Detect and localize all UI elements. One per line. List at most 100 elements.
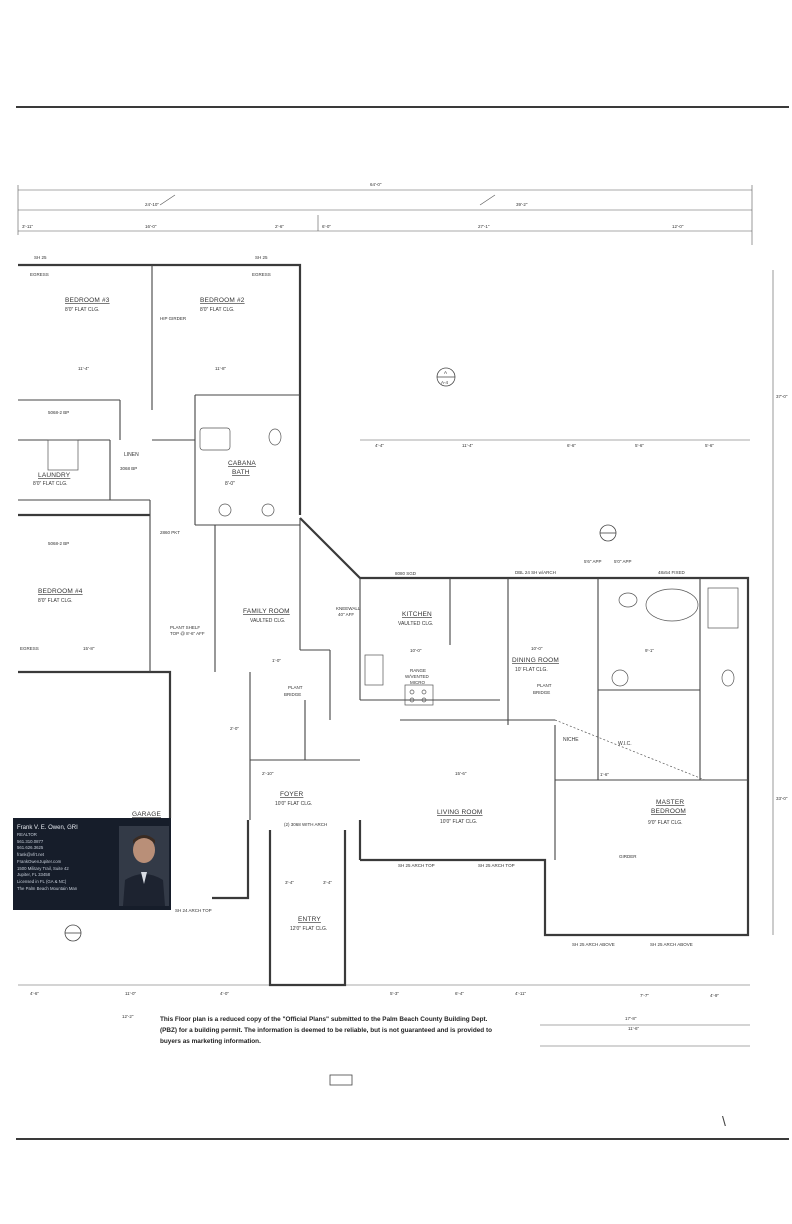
dim-10-0b: 10'-0"	[531, 646, 543, 651]
dim-7-7: 7'-7"	[640, 993, 649, 998]
dim-left-block: 24'-10"	[145, 202, 159, 207]
note-fixed: 48x54 FIXED	[658, 570, 686, 575]
dim-11-8: 11'-8"	[215, 366, 227, 371]
note-arch-above-1: SH 25 ARCH ABOVE	[572, 942, 615, 947]
agent-photo	[119, 826, 169, 906]
dim-6-4: 6'-4"	[455, 991, 464, 996]
room-ceiling-master: 9'0" FLAT CLG.	[648, 820, 683, 826]
note-egress-1: EGRESS	[30, 272, 49, 277]
room-ceiling-cabana: 8'-0"	[225, 481, 235, 487]
room-ceiling-kitchen: VAULTED CLG.	[398, 621, 433, 627]
room-label-master-bedroom: BEDROOM	[651, 808, 686, 815]
corner-mark: \	[722, 1113, 726, 1129]
section-marker	[64, 367, 617, 1086]
agent-phone-2[interactable]: 561.626.3625	[17, 845, 44, 851]
dim-11-0: 11'-0"	[125, 991, 137, 996]
note-section-letter: A	[444, 370, 447, 375]
dim-4-4: 4'-4"	[375, 443, 384, 448]
note-door-2860: 2860 PKT	[160, 530, 180, 535]
dim-4-11: 4'-11"	[515, 991, 527, 996]
disclaimer-text: This Floor plan is a reduced copy of the…	[160, 1016, 492, 1045]
room-ceiling-bedroom2: 8'0" FLAT CLG.	[200, 307, 235, 313]
room-label-niche: NICHE	[563, 737, 579, 743]
room-label-living: LIVING ROOM	[437, 809, 483, 816]
note-door-5068-b: 5068-2 BP	[48, 541, 69, 546]
note-arch-app: 5'6" APP	[584, 559, 601, 564]
room-label-entry: ENTRY	[298, 916, 321, 923]
note-plant-bridge-lower: PLANT	[288, 685, 303, 690]
dim-37-0: 37'-0"	[776, 394, 788, 399]
room-ceiling-entry: 12'0" FLAT CLG.	[290, 926, 327, 932]
dim-3-4b: 3'-4"	[323, 880, 332, 885]
room-ceiling-dining: 10' FLAT CLG.	[515, 667, 548, 673]
fixtures	[47, 427, 739, 781]
dim-5-6b: 5'-6"	[705, 443, 714, 448]
note-egress-3: EGRESS	[20, 646, 39, 651]
dimension-lines	[17, 185, 774, 1047]
room-ceiling-laundry: 8'0" FLAT CLG.	[33, 481, 68, 487]
note-kneewall-height: 40" AFF	[338, 612, 354, 617]
room-label-garage: GARAGE	[132, 811, 161, 818]
note-door-8080: 8080 SGD	[395, 571, 417, 576]
top-rule	[16, 106, 789, 108]
dim-2-10: 2'-10"	[262, 771, 274, 776]
room-label-cabana: CABANA	[228, 460, 256, 467]
note-arch-app-2: 5'0" APP	[614, 559, 631, 564]
agent-email[interactable]: frank@vfrt.net	[17, 852, 45, 858]
room-label-wic: W.I.C.	[618, 741, 632, 747]
note-plant-shelf: PLANT SHELF	[170, 625, 200, 630]
room-ceiling-living: 10'0" FLAT CLG.	[440, 819, 477, 825]
note-plant-shelf-top: TOP @ 8'-6" AFF	[170, 631, 205, 636]
dim-right-block: 39'-2"	[516, 202, 528, 207]
dim-12-0: 12'-0"	[672, 224, 684, 229]
dim-11-4: 11'-4"	[78, 366, 90, 371]
note-plant-bridge-lower-2: BRIDGE	[284, 692, 301, 697]
dimension-labels: 64'-0" 24'-10" 39'-2" 3'-11" 16'-0" 2'-6…	[22, 182, 788, 1031]
dim-12-2: 12'-2"	[122, 1014, 134, 1019]
note-foyer-arch: (2) 3068 WITH ARCH	[284, 822, 327, 827]
room-label-bedroom2: BEDROOM #2	[200, 297, 245, 304]
room-ceiling-bedroom4: 8'0" FLAT CLG.	[38, 598, 73, 604]
agent-phone-1[interactable]: 561.310.0877	[17, 838, 44, 844]
agent-license: Licensed in FL (GA & NC)	[17, 878, 67, 884]
room-label-foyer: FOYER	[280, 791, 303, 798]
agent-brokerage: The Palm Beach Mountain Man	[17, 885, 78, 891]
dim-1-0: 1'-0"	[272, 658, 281, 663]
dim-15-8: 15'-8"	[83, 646, 95, 651]
note-range-3: MICRO	[410, 680, 425, 685]
agent-address: 1500 Military Trail, Suite 42	[17, 865, 69, 871]
room-labels: BEDROOM #3 8'0" FLAT CLG. BEDROOM #2 8'0…	[33, 297, 686, 932]
dim-17-8: 17'-8"	[625, 1016, 637, 1021]
dim-4-6: 4'-6"	[30, 991, 39, 996]
dim-9-1: 9'-1"	[645, 648, 654, 653]
agent-details: Frank V. E. Owen, GRI REALTOR 561.310.08…	[17, 824, 109, 892]
agent-city: Jupiter, FL 33458	[17, 872, 51, 878]
note-hip-girder: HIP GIRDER	[160, 316, 187, 321]
dim-16-0: 16'-0"	[145, 224, 157, 229]
bottom-rule	[16, 1138, 789, 1140]
agent-website[interactable]: FrankOwenJupiter.com	[17, 858, 62, 864]
note-arch: DBL 24 SH w/ARCH	[515, 570, 556, 575]
room-label-family: FAMILY ROOM	[243, 608, 290, 615]
room-label-linen: LINEN	[124, 452, 139, 458]
dim-4-0: 4'-0"	[220, 991, 229, 996]
note-egress-2: EGRESS	[252, 272, 271, 277]
note-plant-bridge: PLANT	[537, 683, 552, 688]
note-door-5068: 5068-2 BP	[48, 410, 69, 415]
agent-name: Frank V. E. Owen, GRI	[17, 825, 78, 831]
dim-33-0: 33'-0"	[776, 796, 788, 801]
dim-overall: 64'-0"	[370, 182, 382, 187]
dim-6-0: 6'-0"	[322, 224, 331, 229]
note-range-2: W/VENTED	[405, 674, 430, 679]
room-ceiling-foyer: 10'0" FLAT CLG.	[275, 801, 312, 807]
note-kneewall: KNEEWALL	[336, 606, 361, 611]
note-sh25-1: SH 25	[34, 255, 47, 260]
note-arch-top-2: SH 25 ARCH TOP	[398, 863, 435, 868]
dim-11-4b: 11'-4"	[462, 443, 474, 448]
note-sh25-2: SH 25	[255, 255, 268, 260]
plan-notes: PLANT SHELF TOP @ 8'-6" AFF PLANT BRIDGE…	[20, 255, 693, 947]
room-label-bedroom3: BEDROOM #3	[65, 297, 110, 304]
interior-walls	[18, 265, 748, 860]
dim-11-6: 11'-6"	[628, 1026, 640, 1031]
